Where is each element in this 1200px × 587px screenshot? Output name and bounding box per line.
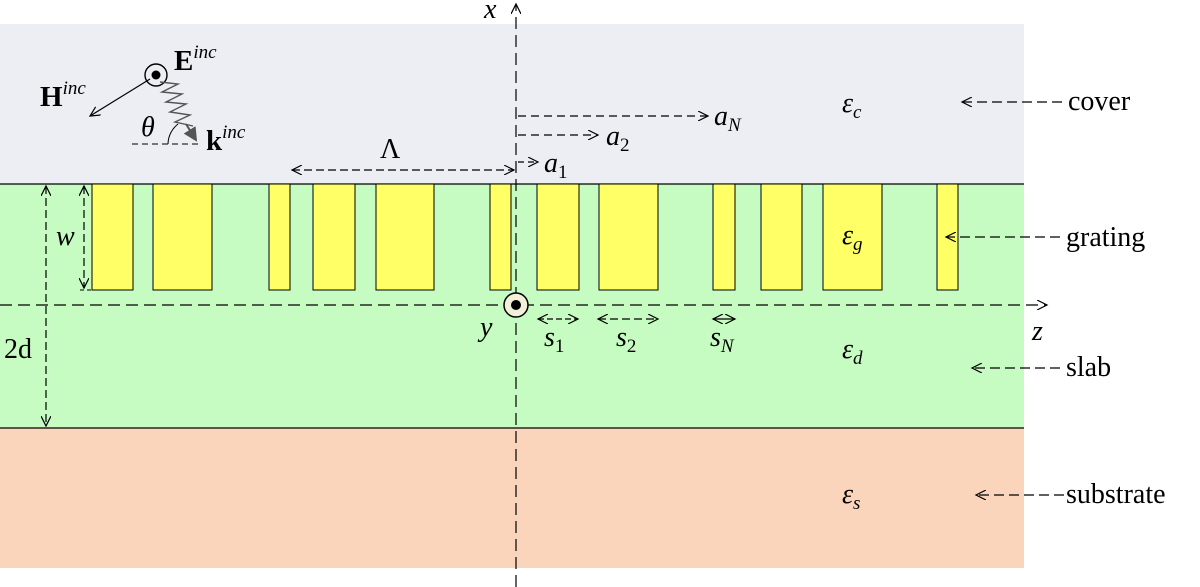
spacing-s1-label: s1 [544,322,564,357]
grating-bar [536,183,580,291]
k-vector-wave-icon [159,81,194,127]
y-axis-out-of-page-icon [503,292,529,318]
y-axis-label: y [477,312,493,343]
grating-bar [268,183,291,291]
grating-bars [91,183,959,291]
offset-a2-label: a2 [606,121,630,156]
grating-bar [91,183,134,291]
grating-bar [598,183,659,291]
spacing-sN-label: sN [710,322,735,357]
slab-permittivity-label: εd [842,334,863,369]
angle-arc [167,123,179,145]
h-field-label: Hinc [40,78,86,113]
incident-wave: θ Einc Hinc kinc [40,42,246,157]
grating-bar [489,183,512,291]
grating-label: grating [1066,222,1145,253]
e-field-label: Einc [174,42,217,77]
substrate-label: substrate [1066,479,1166,510]
grating-permittivity-label: εg [842,220,863,255]
slab-thickness-label: 2d [4,334,32,365]
cover-region [0,24,1024,184]
grating-bar [375,183,435,291]
grating-bar [152,183,213,291]
width-label: w [56,221,75,252]
z-axis-label: z [1031,316,1043,347]
k-vector-arrow [183,123,198,142]
slab-label: slab [1066,352,1111,383]
grating-bar [712,183,736,291]
substrate-permittivity-label: εs [842,479,860,514]
angle-label: θ [141,112,155,143]
e-field-out-of-page-icon [144,63,168,87]
cover-label: cover [1068,86,1131,117]
k-vector-label: kinc [206,122,246,157]
substrate-region [0,428,1024,568]
cover-permittivity-label: εc [842,88,862,123]
grating-bar [312,183,356,291]
offset-a1-label: a1 [544,148,568,183]
period-label: Λ [380,134,401,165]
spacing-s2-label: s2 [616,322,636,357]
offset-aN-label: aN [714,101,742,136]
h-field-arrow [90,78,151,116]
grating-bar [760,183,803,291]
x-axis-label: x [483,0,497,25]
grating-bar [822,183,883,291]
